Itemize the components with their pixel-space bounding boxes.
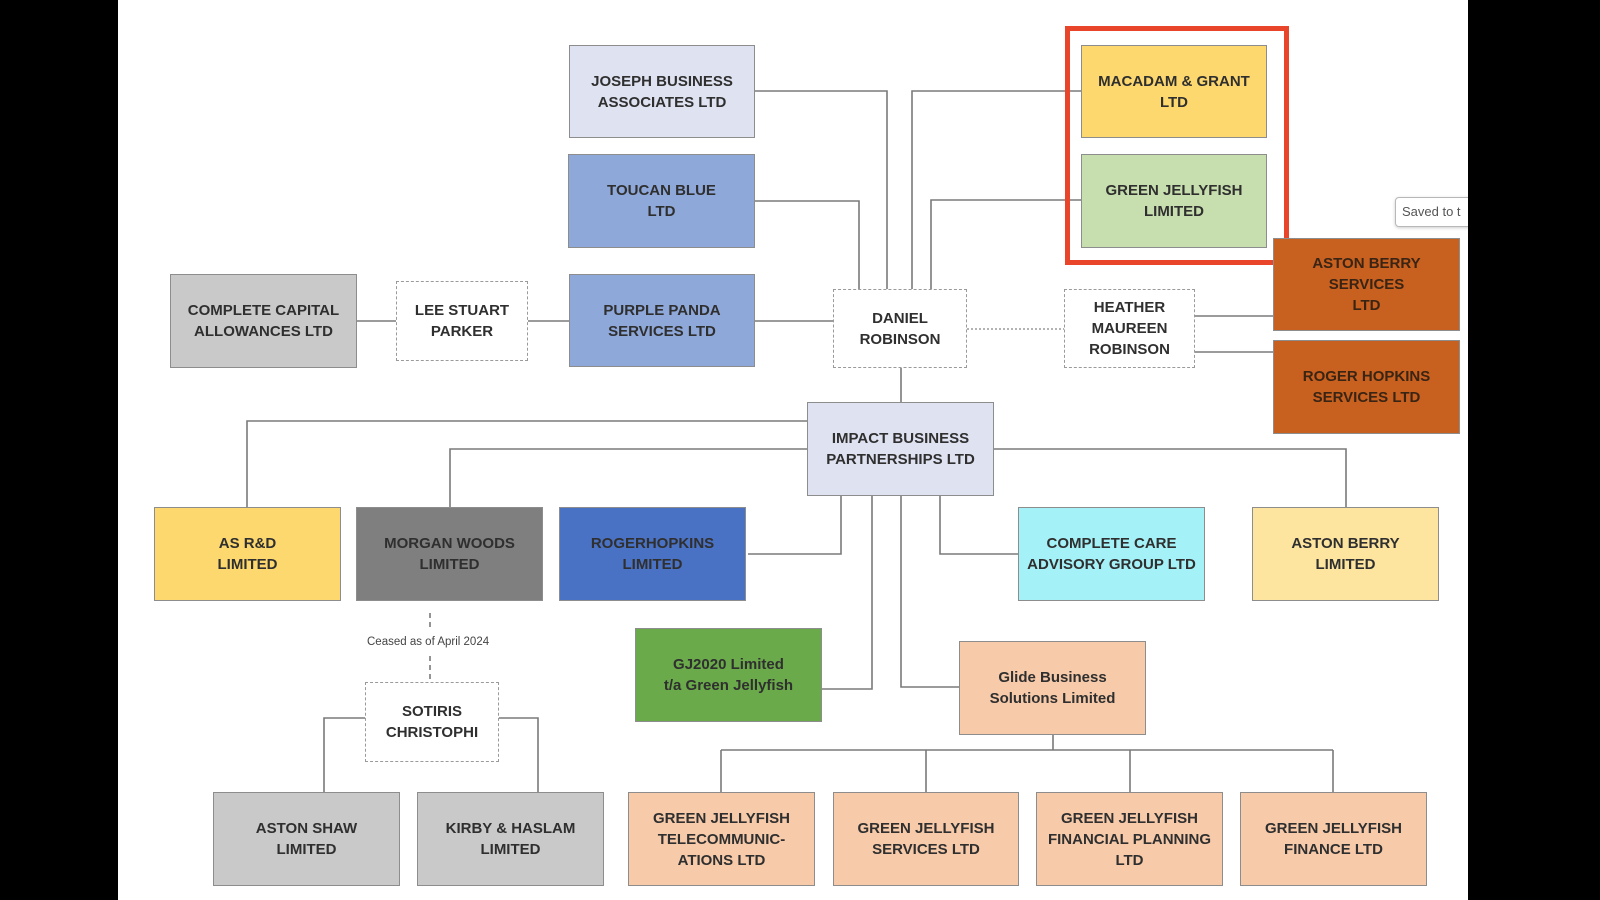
- connector-joseph-daniel: [755, 90, 888, 289]
- node-lee-stuart-parker[interactable]: LEE STUART PARKER: [396, 281, 528, 361]
- node-rogerhopkins-limited[interactable]: ROGERHOPKINS LIMITED: [559, 507, 746, 601]
- node-as-rd-limited[interactable]: AS R&D LIMITED: [154, 507, 341, 601]
- node-daniel-robinson[interactable]: DANIEL ROBINSON: [833, 289, 967, 368]
- node-purple-panda-services[interactable]: PURPLE PANDA SERVICES LTD: [569, 274, 755, 367]
- node-morgan-woods-limited[interactable]: MORGAN WOODS LIMITED: [356, 507, 543, 601]
- connector-lines: [246, 90, 1347, 792]
- node-gj-finance[interactable]: GREEN JELLYFISH FINANCE LTD: [1240, 792, 1427, 886]
- connector-impact-asrd: [246, 420, 807, 507]
- node-complete-care-advisory[interactable]: COMPLETE CARE ADVISORY GROUP LTD: [1018, 507, 1205, 601]
- connector-impact-astonberry: [994, 448, 1347, 507]
- node-joseph-business-associates[interactable]: JOSEPH BUSINESS ASSOCIATES LTD: [569, 45, 755, 138]
- node-impact-business-partnerships[interactable]: IMPACT BUSINESS PARTNERSHIPS LTD: [807, 402, 994, 496]
- connector-macadam-daniel: [911, 90, 1081, 289]
- node-green-jellyfish-limited[interactable]: GREEN JELLYFISH LIMITED: [1081, 154, 1267, 248]
- node-gj2020-limited[interactable]: GJ2020 Limited t/a Green Jellyfish: [635, 628, 822, 722]
- node-kirby-haslam-limited[interactable]: KIRBY & HASLAM LIMITED: [417, 792, 604, 886]
- connector-impact-glide: [900, 496, 961, 688]
- node-toucan-blue[interactable]: TOUCAN BLUE LTD: [568, 154, 755, 248]
- connector-toucan-daniel: [755, 200, 860, 289]
- node-complete-capital-allowances[interactable]: COMPLETE CAPITAL ALLOWANCES LTD: [170, 274, 357, 368]
- ceased-annotation: Ceased as of April 2024: [367, 636, 490, 648]
- node-gj-services[interactable]: GREEN JELLYFISH SERVICES LTD: [833, 792, 1019, 886]
- connector-gjltd-daniel: [930, 199, 1081, 289]
- connector-impact-rogerhopkins: [748, 496, 842, 555]
- node-macadam-grant[interactable]: MACADAM & GRANT LTD: [1081, 45, 1267, 138]
- node-heather-maureen-robinson[interactable]: HEATHER MAUREEN ROBINSON: [1064, 289, 1195, 368]
- connector-impact-completecare: [939, 496, 1018, 555]
- highlight-box: [1065, 26, 1289, 265]
- connector-impact-morganwoods: [449, 448, 807, 507]
- node-aston-berry-limited[interactable]: ASTON BERRY LIMITED: [1252, 507, 1439, 601]
- node-gj-financial-planning[interactable]: GREEN JELLYFISH FINANCIAL PLANNING LTD: [1036, 792, 1223, 886]
- connector-sotiris-kirby: [499, 717, 539, 792]
- saved-toast: Saved to t: [1395, 197, 1468, 227]
- connector-sotiris-astonshaw: [323, 717, 369, 792]
- node-aston-berry-services[interactable]: ASTON BERRY SERVICES LTD: [1273, 238, 1460, 331]
- node-roger-hopkins-services[interactable]: ROGER HOPKINS SERVICES LTD: [1273, 340, 1460, 434]
- node-gj-telecommunications[interactable]: GREEN JELLYFISH TELECOMMUNIC- ATIONS LTD: [628, 792, 815, 886]
- node-aston-shaw-limited[interactable]: ASTON SHAW LIMITED: [213, 792, 400, 886]
- node-sotiris-christophi[interactable]: SOTIRIS CHRISTOPHI: [365, 682, 499, 762]
- connector-impact-gj2020: [822, 496, 873, 690]
- org-chart-canvas: JOSEPH BUSINESS ASSOCIATES LTD TOUCAN BL…: [118, 0, 1468, 900]
- node-glide-business-solutions[interactable]: Glide Business Solutions Limited: [959, 641, 1146, 735]
